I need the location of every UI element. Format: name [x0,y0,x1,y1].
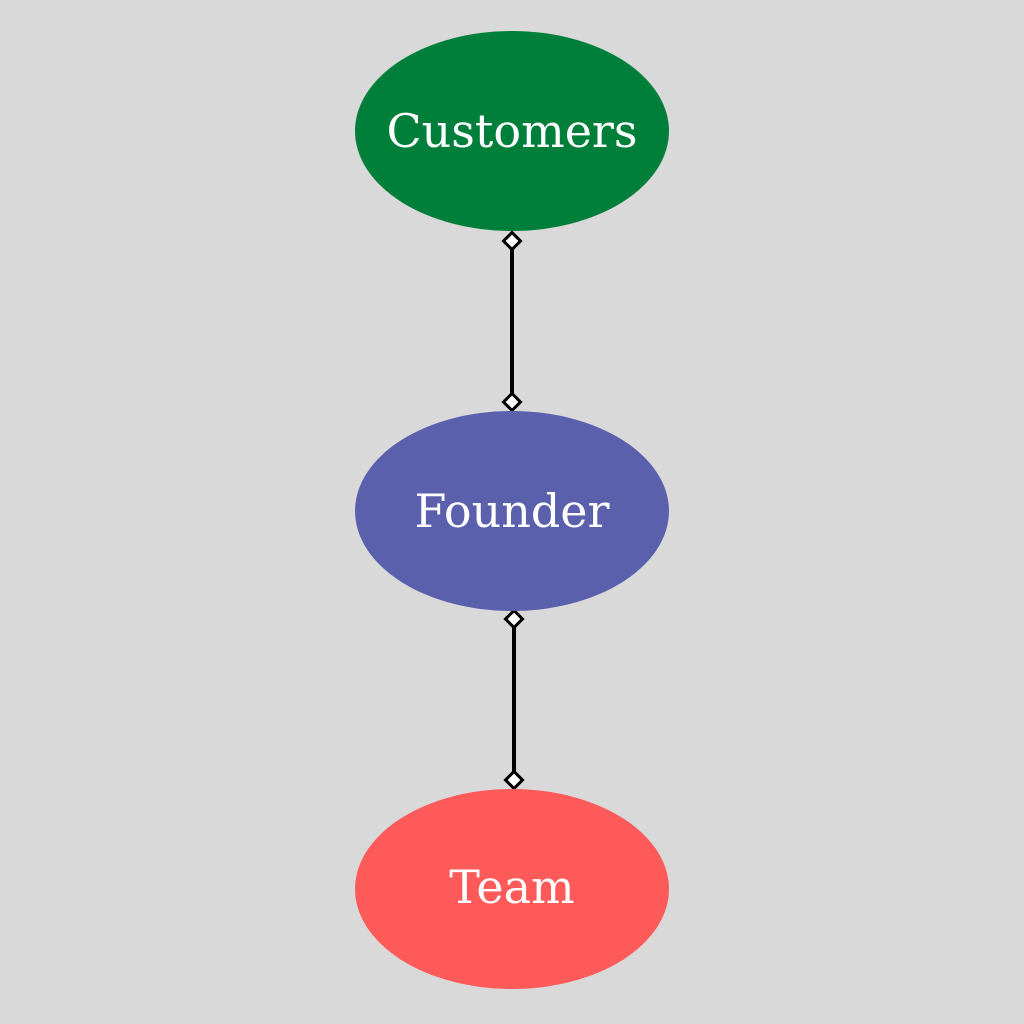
node-team-shape [355,789,669,989]
node-founder-shape [355,411,669,611]
node-founder-label: Founder [414,484,609,538]
diamond-endpoint-bottom [503,769,525,791]
diamond-endpoint-top [501,230,523,252]
diamond-endpoint-bottom [501,391,523,413]
node-founder[interactable]: Founder [355,411,669,611]
node-team-label: Team [449,860,574,914]
diamond-endpoint-top [503,608,525,630]
connector-founder-team [503,608,525,791]
connector-customers-founder [501,230,523,413]
node-team[interactable]: Team [355,789,669,989]
node-customers[interactable]: Customers [355,31,669,231]
node-customers-shape [355,31,669,231]
node-customers-label: Customers [386,104,637,158]
